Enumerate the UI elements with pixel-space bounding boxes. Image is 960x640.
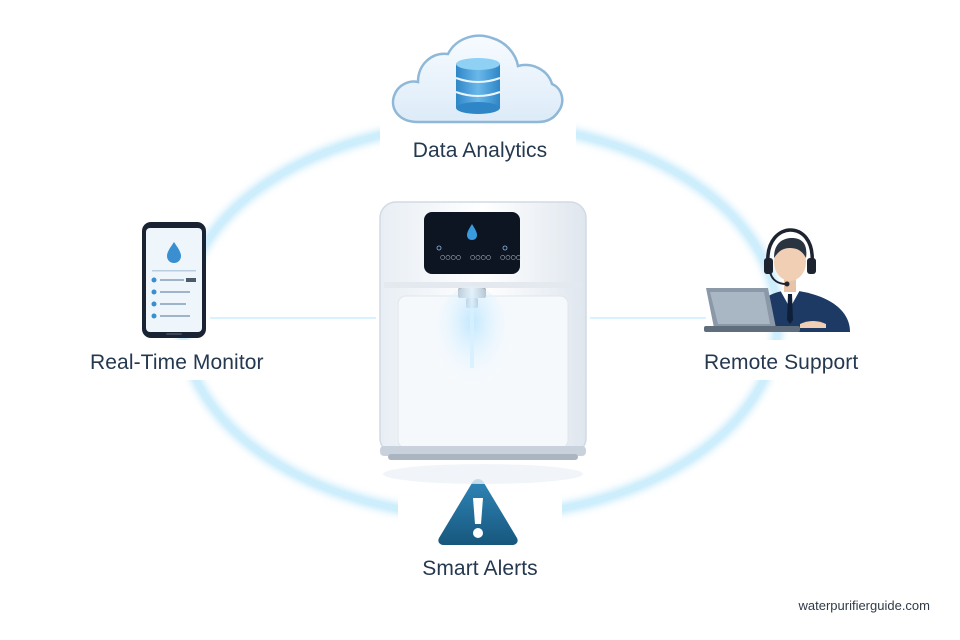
remote-support-label: Remote Support <box>704 351 859 374</box>
screen-readout-mid: ○○○○ <box>470 254 491 261</box>
real-time-monitor-label: Real-Time Monitor <box>90 351 264 374</box>
smartphone-app-icon <box>140 220 208 340</box>
cloud-database-icon <box>388 30 566 126</box>
water-purifier-icon: ○○○○ ○○○○ ○○○○ <box>374 196 592 496</box>
screen-readout-right: ○○○○ <box>500 254 521 261</box>
watermark-text: waterpurifierguide.com <box>798 598 930 613</box>
screen-readout-left: ○○○○ <box>440 254 461 261</box>
smart-alerts-label: Smart Alerts <box>422 557 538 580</box>
warning-triangle-icon <box>436 476 520 546</box>
data-analytics-label: Data Analytics <box>412 139 548 162</box>
support-agent-icon <box>700 220 860 334</box>
